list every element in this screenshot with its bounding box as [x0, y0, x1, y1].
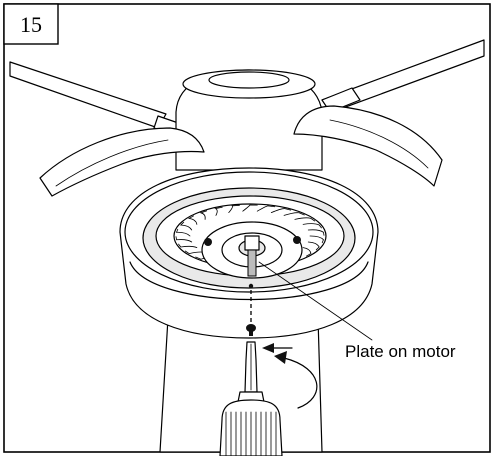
callout-label: Plate on motor [345, 342, 456, 361]
blade-iron-right [293, 105, 443, 187]
step-number: 15 [20, 12, 42, 37]
mounting-screw-right [293, 236, 301, 244]
screwdriver-icon [219, 341, 283, 456]
callout: Plate on motor [258, 261, 456, 361]
screw-hole [248, 283, 254, 289]
motor-housing-top [175, 69, 323, 171]
step-badge: 15 [3, 3, 59, 45]
housing-rim [129, 261, 369, 301]
motor-shaft [247, 249, 257, 277]
motor-assembly [155, 195, 345, 289]
mounting-screw-left [204, 238, 212, 246]
rotation-arrow-icon [274, 351, 318, 409]
motor-shaft-nut [244, 235, 260, 251]
fan-blade-left [9, 61, 191, 140]
pointer-arrow-icon [262, 343, 293, 353]
screw-icon [246, 324, 256, 336]
callout-leader-line [258, 261, 373, 341]
blade-iron-left [39, 127, 205, 197]
fan-blade-right [321, 39, 485, 113]
